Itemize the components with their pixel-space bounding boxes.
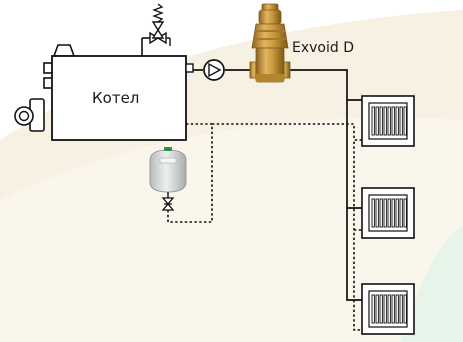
radiator-fins: [371, 106, 407, 324]
radiator-fin: [391, 106, 395, 136]
expansion-vessel: [149, 147, 187, 198]
radiator-fin: [379, 106, 383, 136]
radiator-fin: [403, 198, 407, 228]
circulation-pump: [203, 59, 225, 81]
boiler: Котел: [14, 44, 194, 141]
radiator-fin: [395, 198, 399, 228]
radiator-fin: [371, 294, 375, 324]
radiator-fin: [395, 106, 399, 136]
radiator-fin: [403, 106, 407, 136]
radiator-fin: [387, 198, 391, 228]
safety-valve: [141, 3, 171, 56]
radiator-fin: [391, 198, 395, 228]
return-line: [167, 123, 362, 331]
radiator-fin: [391, 294, 395, 324]
pump-arrow-icon: [208, 62, 222, 78]
supply-line: [193, 69, 362, 301]
radiator-fin: [383, 294, 387, 324]
radiator-fin: [399, 106, 403, 136]
radiator-fin: [375, 106, 379, 136]
radiator-fin: [371, 106, 375, 136]
shutoff-valve: [161, 197, 175, 211]
radiator-fin: [399, 198, 403, 228]
boiler-body: [51, 55, 187, 141]
radiator-fin: [395, 294, 399, 324]
boiler-label: Котел: [92, 89, 139, 107]
radiator-fin: [387, 294, 391, 324]
radiator-fin: [375, 198, 379, 228]
air-dirt-separator: Exvoid D: [249, 3, 354, 83]
background-swirl-green: [400, 225, 463, 342]
radiator-fin: [371, 198, 375, 228]
vessel-cap: [164, 147, 172, 151]
radiator-fin: [375, 294, 379, 324]
separator-label: Exvoid D: [292, 40, 354, 56]
radiator-fin: [379, 198, 383, 228]
radiator-fin: [383, 106, 387, 136]
radiator-fin: [399, 294, 403, 324]
radiator-fin: [387, 106, 391, 136]
radiator-fin: [379, 294, 383, 324]
radiator-fin: [383, 198, 387, 228]
spring-icon: [152, 3, 164, 23]
radiator-fin: [403, 294, 407, 324]
